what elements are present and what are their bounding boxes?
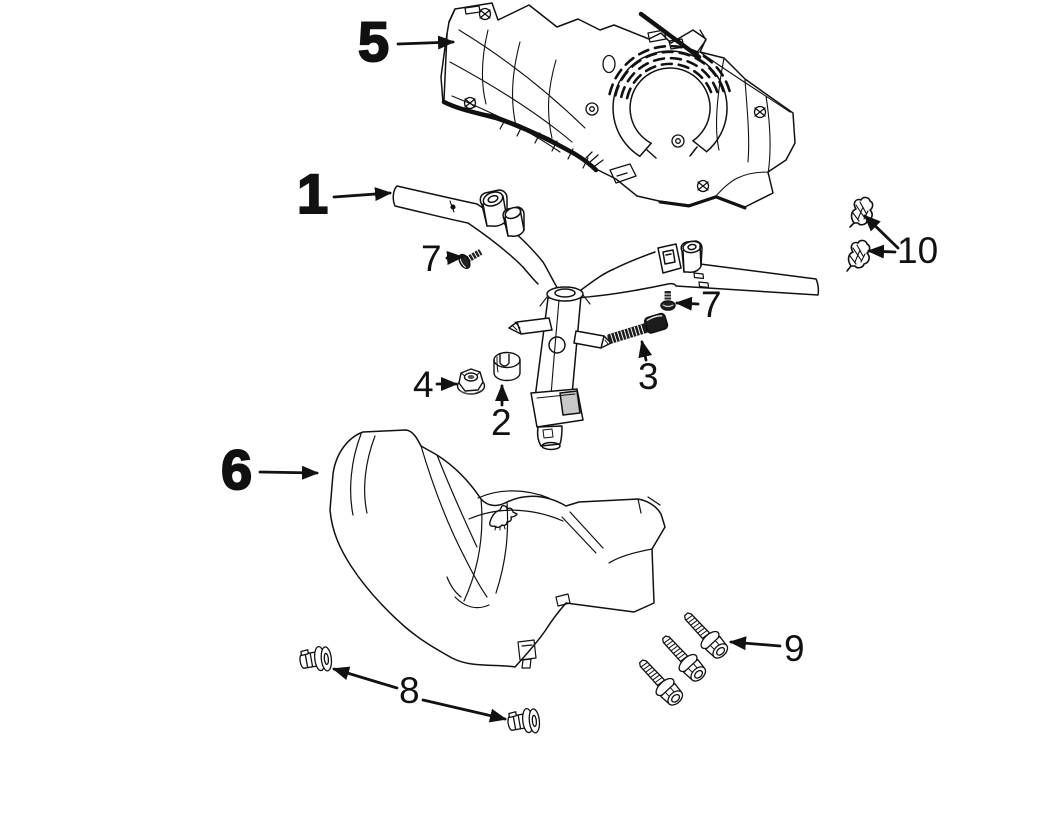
callout-10-arrow-top [863,214,900,250]
callout-4-label: 4 [413,364,434,405]
screw-bosses [463,7,767,193]
surface-creases-right [699,51,791,197]
callout-3-arrow [638,340,653,362]
visor-creases [350,433,376,516]
stem-right-wing [573,330,612,349]
callout-7-right-arrow [675,296,700,311]
part-9-bolt-2 [662,635,707,682]
part-9-bolt-1 [684,612,729,659]
part-5-front-cover [440,2,796,210]
front-cover-hatch [499,119,589,169]
part-10-clip-bottom [846,239,871,272]
grip-mark-line [449,200,455,213]
callout-9-label: 9 [784,628,805,669]
instrument-opening-inner [629,67,711,145]
instrument-opening-lips [639,140,708,159]
callout-8-arrow-right [421,698,507,723]
callout-7-right-label: 7 [701,284,722,325]
callout-5-label: 5 [357,10,390,73]
front-cover-edge-band-right [658,195,747,210]
stem-left-wing [508,317,553,335]
left-lever-mounts [479,189,525,237]
rear-cover-outline [329,429,666,668]
right-arm-slats [561,511,604,554]
callout-9-arrow [729,636,782,651]
part-3-socket-bolt [607,312,669,344]
callout-7-left-label: 7 [421,238,442,279]
bottom-bracket [517,593,571,669]
handlebar-slots [693,272,710,289]
callout-1-label: 1 [296,162,329,225]
callout-10-label: 10 [897,230,939,271]
part-4-flange-nut [456,368,486,395]
stem-hole [548,336,566,354]
callout-6-arrow [258,465,319,480]
part-8-rivet-left [299,645,333,672]
callout-6-label: 6 [220,438,253,501]
callout-3-label: 3 [638,356,659,397]
handlebar-left-grip [392,185,559,290]
callout-7-left-arrow [445,251,464,265]
vent-slats [608,44,732,100]
part-8-rivet-right [507,707,541,734]
right-lever-mounts [657,240,703,274]
front-cover-edge-band [441,99,599,173]
callout-1-arrow [332,187,392,202]
stem-foot [536,425,563,447]
callout-arrows [258,35,900,723]
part-9-bolt-3 [639,659,684,706]
callout-8-label: 8 [399,670,420,711]
callout-5-arrow [396,35,455,50]
part-7-screw-right [660,291,676,311]
callout-2-label: 2 [491,402,512,443]
steering-stem [508,286,612,451]
logo-band [468,490,564,522]
surface-creases-left [449,29,586,153]
mounting-tabs [464,5,707,184]
handlebar-right [574,251,820,299]
part-2-bushing [493,351,521,382]
part-1-handlebar [392,185,820,451]
part-6-rear-cover [329,429,666,669]
right-panel-lines [608,496,661,564]
main-creases [420,445,509,609]
part-10-clip-top [849,196,874,228]
callout-8-arrow-left [332,666,399,690]
callout-10-arrow-left [867,244,897,259]
lion-logo [489,505,518,531]
